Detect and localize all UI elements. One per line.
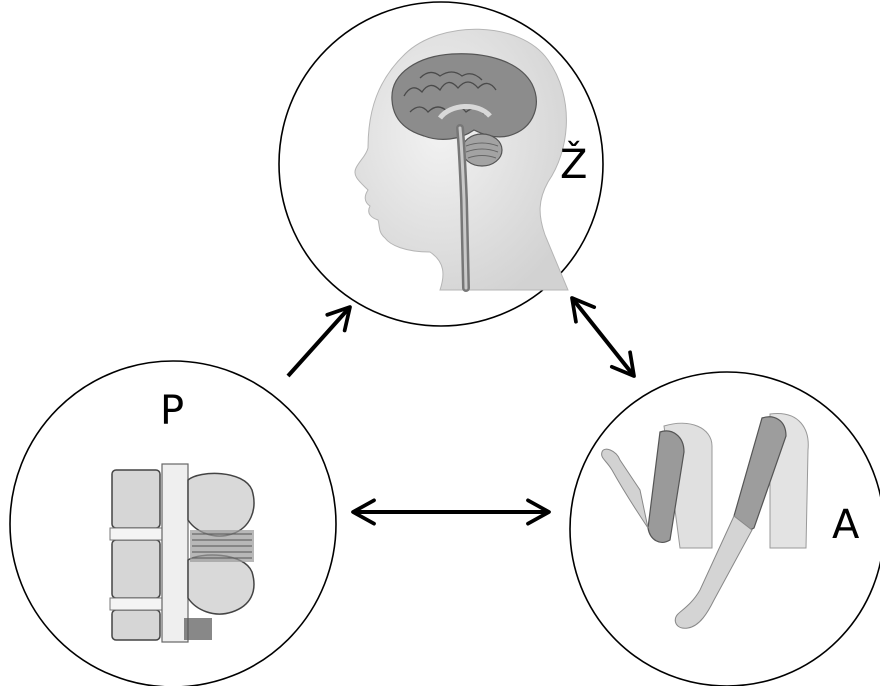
brain-shape bbox=[392, 54, 536, 140]
node-top-label: Ž bbox=[560, 140, 587, 188]
cerebellum bbox=[462, 134, 502, 166]
node-right: A bbox=[570, 372, 880, 686]
node-left: P bbox=[10, 361, 336, 686]
arrow-p-to-z bbox=[288, 307, 350, 376]
node-top: Ž bbox=[279, 2, 603, 326]
arrow-z-a bbox=[572, 298, 634, 376]
node-left-label: P bbox=[160, 388, 184, 434]
node-right-label: A bbox=[832, 502, 860, 548]
